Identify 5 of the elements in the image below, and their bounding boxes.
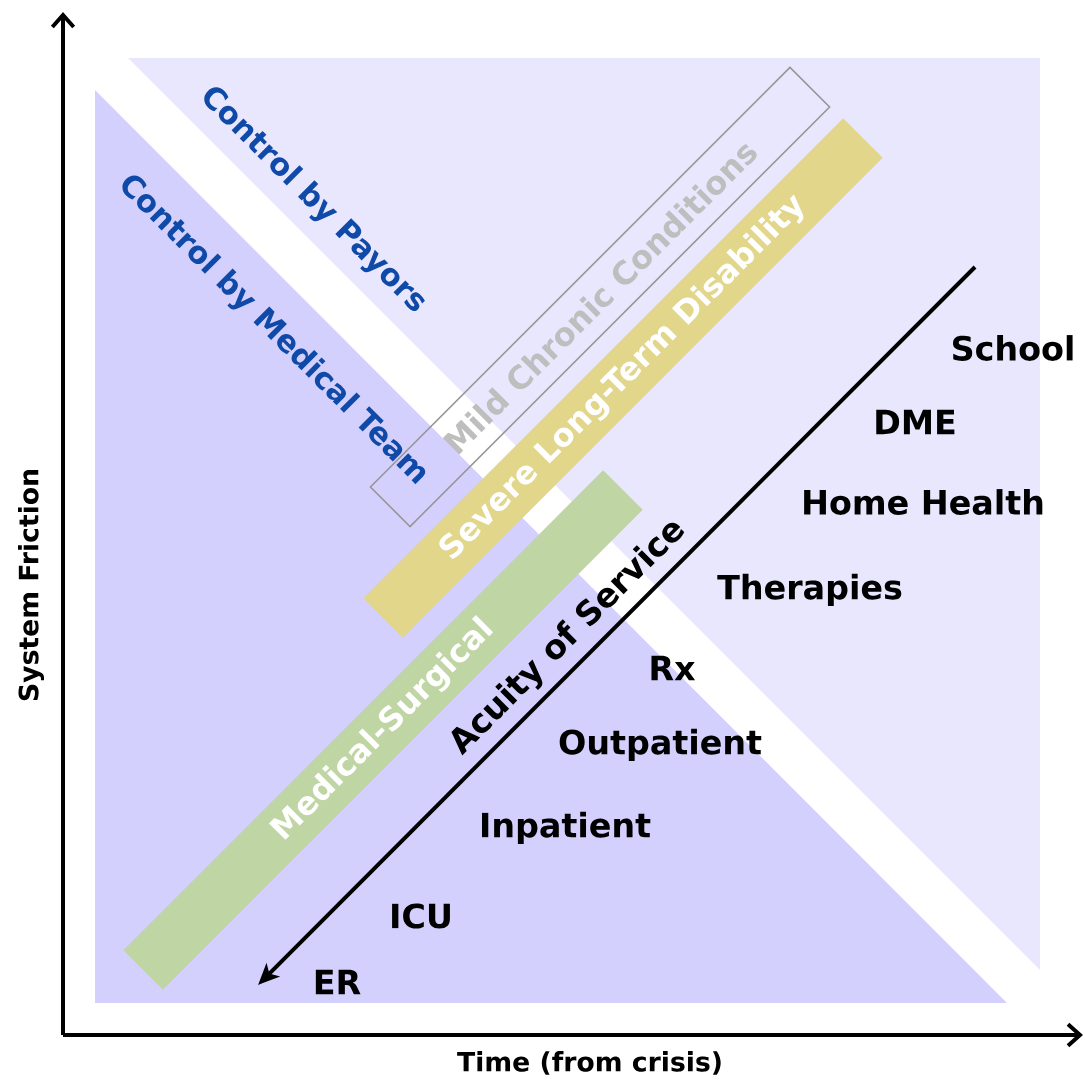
axis-title: Time (from crisis) [457,1051,721,1075]
service-label: Rx [651,655,696,681]
service-label: ICU [392,903,450,929]
service-label: School [953,335,1073,361]
axis-title: System Friction [18,469,44,701]
